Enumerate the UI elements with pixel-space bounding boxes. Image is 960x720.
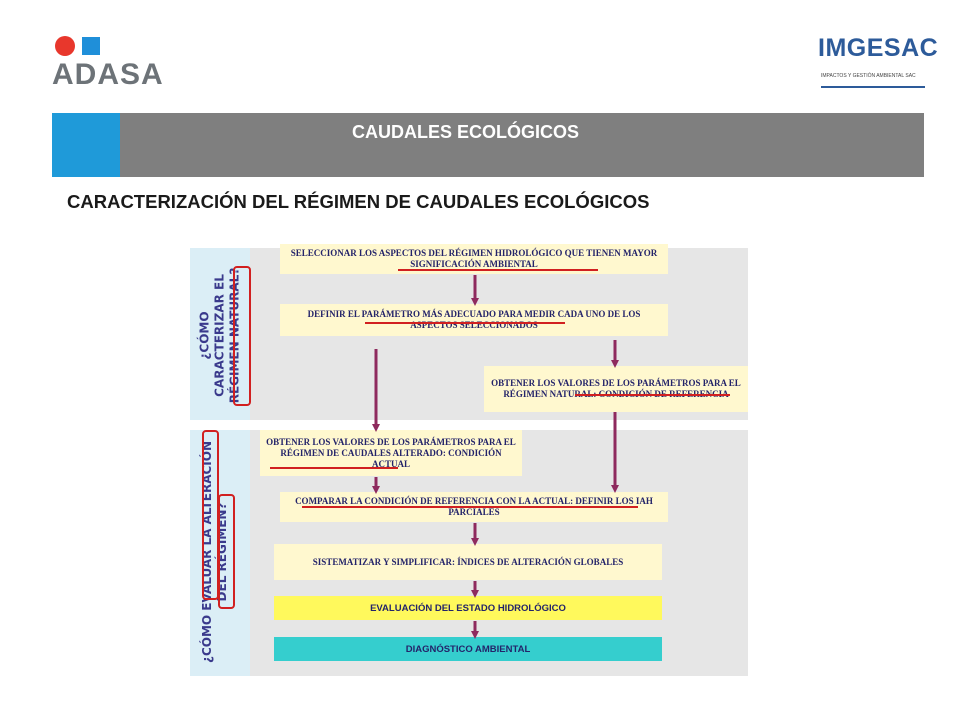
flow-arrows	[372, 275, 619, 639]
banner-accent	[52, 113, 120, 177]
underline-comparar	[302, 506, 638, 508]
box-diagnosis: DIAGNÓSTICO AMBIENTAL	[274, 637, 662, 661]
title-banner: CAUDALES ECOLÓGICOS	[52, 113, 924, 177]
imgesac-tagline: IMPACTOS Y GESTIÓN AMBIENTAL SAC	[821, 73, 916, 79]
imgesac-logo: IMGESAC IMPACTOS Y GESTIÓN AMBIENTAL SAC	[818, 36, 938, 96]
underline-caudales-alterado	[270, 467, 398, 469]
flow-diagram: ¿CÓMO CARACTERIZAR EL RÉGIMEN NATURAL? ¿…	[190, 244, 748, 676]
imgesac-logo-text: IMGESAC	[818, 34, 939, 62]
adasa-logo: ADASA	[52, 34, 172, 94]
blue-square-icon	[82, 37, 100, 55]
underline-mayor-significacion	[398, 269, 598, 271]
highlight-regimen-natural	[233, 266, 251, 406]
highlight-del-regimen	[218, 494, 235, 609]
underline-parametro-adecuado	[365, 322, 565, 324]
underline-regimen-natural	[575, 394, 730, 396]
box-hydrological-state: EVALUACIÓN DEL ESTADO HIDROLÓGICO	[274, 596, 662, 620]
box-systematize: SISTEMATIZAR Y SIMPLIFICAR: ÍNDICES DE A…	[274, 544, 662, 580]
section-subtitle: CARACTERIZACIÓN DEL RÉGIMEN DE CAUDALES …	[67, 191, 650, 212]
adasa-logo-text: ADASA	[52, 58, 164, 91]
side-label-alteration	[190, 430, 250, 676]
red-circle-icon	[55, 36, 75, 56]
box-define-parameter: DEFINIR EL PARÁMETRO MÁS ADECUADO PARA M…	[280, 304, 668, 336]
side-label-natural	[190, 248, 250, 420]
imgesac-underline	[821, 86, 925, 88]
page-title: CAUDALES ECOLÓGICOS	[352, 122, 580, 142]
